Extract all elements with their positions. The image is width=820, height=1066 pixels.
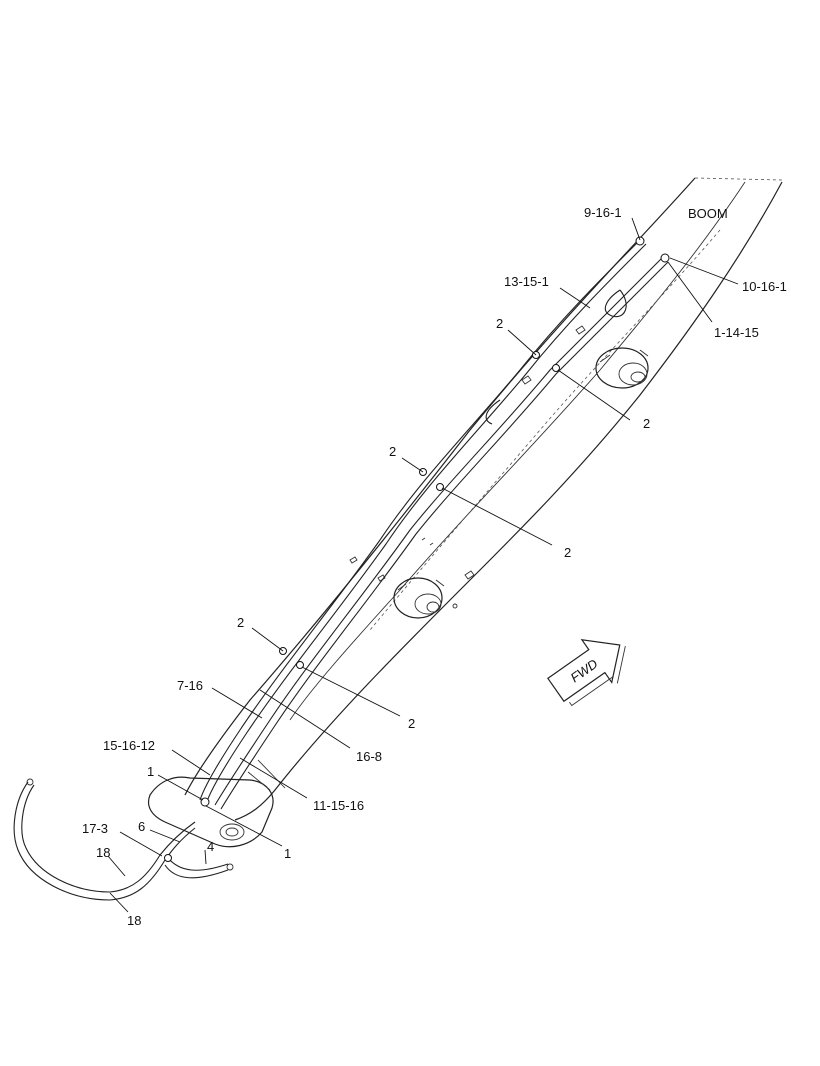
callout-2-b: 2 [643,416,650,431]
hose-lines [13,239,669,901]
mounting-tabs [349,325,586,609]
callout-1-14-15: 1-14-15 [714,325,759,340]
callout-9-16-1: 9-16-1 [584,205,622,220]
callout-2-d: 2 [564,545,571,560]
boom-structure [147,177,783,848]
lower-pin-boss [393,577,445,619]
leader-lines [107,217,739,913]
callout-2-e: 2 [237,615,244,630]
callout-labels: BOOM 9-16-1 10-16-1 13-15-1 1-14-15 2 2 … [82,205,787,928]
callout-18-a: 18 [96,845,110,860]
callout-11-15-16: 11-15-16 [313,798,364,813]
callout-6: 6 [138,819,145,834]
callout-16-8: 16-8 [356,749,382,764]
callout-15-16-12: 15-16-12 [103,738,155,753]
callout-18-b: 18 [127,913,141,928]
callout-17-3: 17-3 [82,821,108,836]
callout-7-16: 7-16 [177,678,203,693]
callout-13-15-1: 13-15-1 [504,274,549,289]
upper-pin-boss [595,347,649,389]
callout-4: 4 [207,839,214,854]
callout-1-b: 1 [284,846,291,861]
callout-10-16-1: 10-16-1 [742,279,787,294]
callout-1-a: 1 [147,764,154,779]
clamps [164,236,670,862]
boom-label: BOOM [688,206,728,221]
fwd-arrow-icon: FWD [547,639,626,707]
callout-2-a: 2 [496,316,503,331]
callout-2-c: 2 [389,444,396,459]
callout-2-f: 2 [408,716,415,731]
